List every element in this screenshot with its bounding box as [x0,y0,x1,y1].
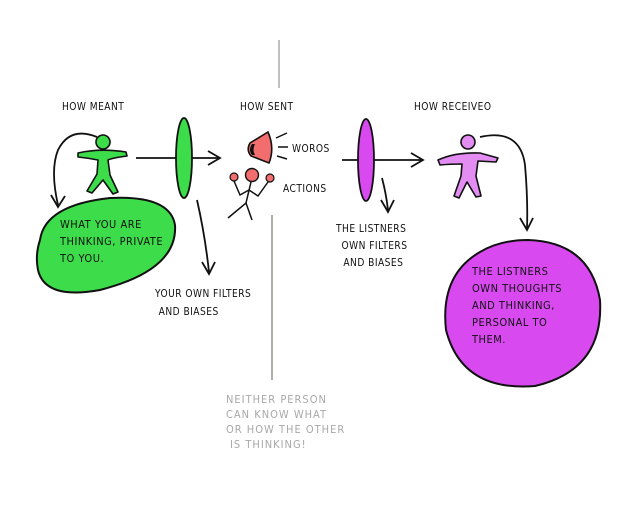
footnote-line: or how the other [226,422,346,436]
sender-bubble-line: to you. [60,252,105,266]
footnote-line: can know what [226,407,328,421]
receiver-figure-icon [437,134,499,199]
words-label: Woros [292,142,330,155]
receiver-bubble-line: and thinking, [472,299,555,313]
sender-filter-lens-icon [175,117,193,199]
receiver-bubble-line: The listners [472,265,549,278]
sender-filter-caption: Your own filters and biases [155,285,251,320]
sender-bubble-line: thinking, Private [60,235,164,249]
footnote-text: Neither person can know what or how the … [226,393,345,452]
receiver-thought-bubble [444,238,602,388]
listener-filter-line: own filters [341,239,408,253]
receiver-bubble-line: them. [472,333,506,347]
listener-filter-line: The listners [336,222,407,235]
footnote-line: Neither person [226,393,327,406]
heading-how-received: How Receiveo [414,100,492,113]
receiver-loop-arrow [479,134,529,229]
arrow-to-listener-filters [381,177,389,211]
listener-filter-caption: The listners own filters and biases [336,220,407,271]
receiver-bubble-line: personal to [472,316,548,330]
megaphone-icon [247,130,288,165]
actions-label: Actions [283,182,327,195]
arrow-to-own-filters [196,199,210,273]
stick-figure-icon [227,167,275,221]
sender-filter-line: Your own filters [155,287,252,300]
footnote-line: is thinking! [230,437,307,451]
receiver-bubble-text: The listners own thoughts and thinking, … [472,263,562,348]
sender-loop-arrow [53,132,98,206]
sender-thought-bubble [35,196,177,294]
receiver-bubble-line: own thoughts [472,282,563,296]
sender-figure-icon [77,134,128,195]
listener-filter-lens-icon [357,118,375,202]
listener-filter-line: and biases [343,256,404,270]
heading-how-meant: How Meant [62,100,125,113]
sender-bubble-line: What you are [60,218,142,231]
sender-filter-line: and biases [158,304,219,318]
sender-bubble-text: What you are thinking, Private to you. [60,216,163,267]
heading-how-sent: How Sent [240,100,294,113]
